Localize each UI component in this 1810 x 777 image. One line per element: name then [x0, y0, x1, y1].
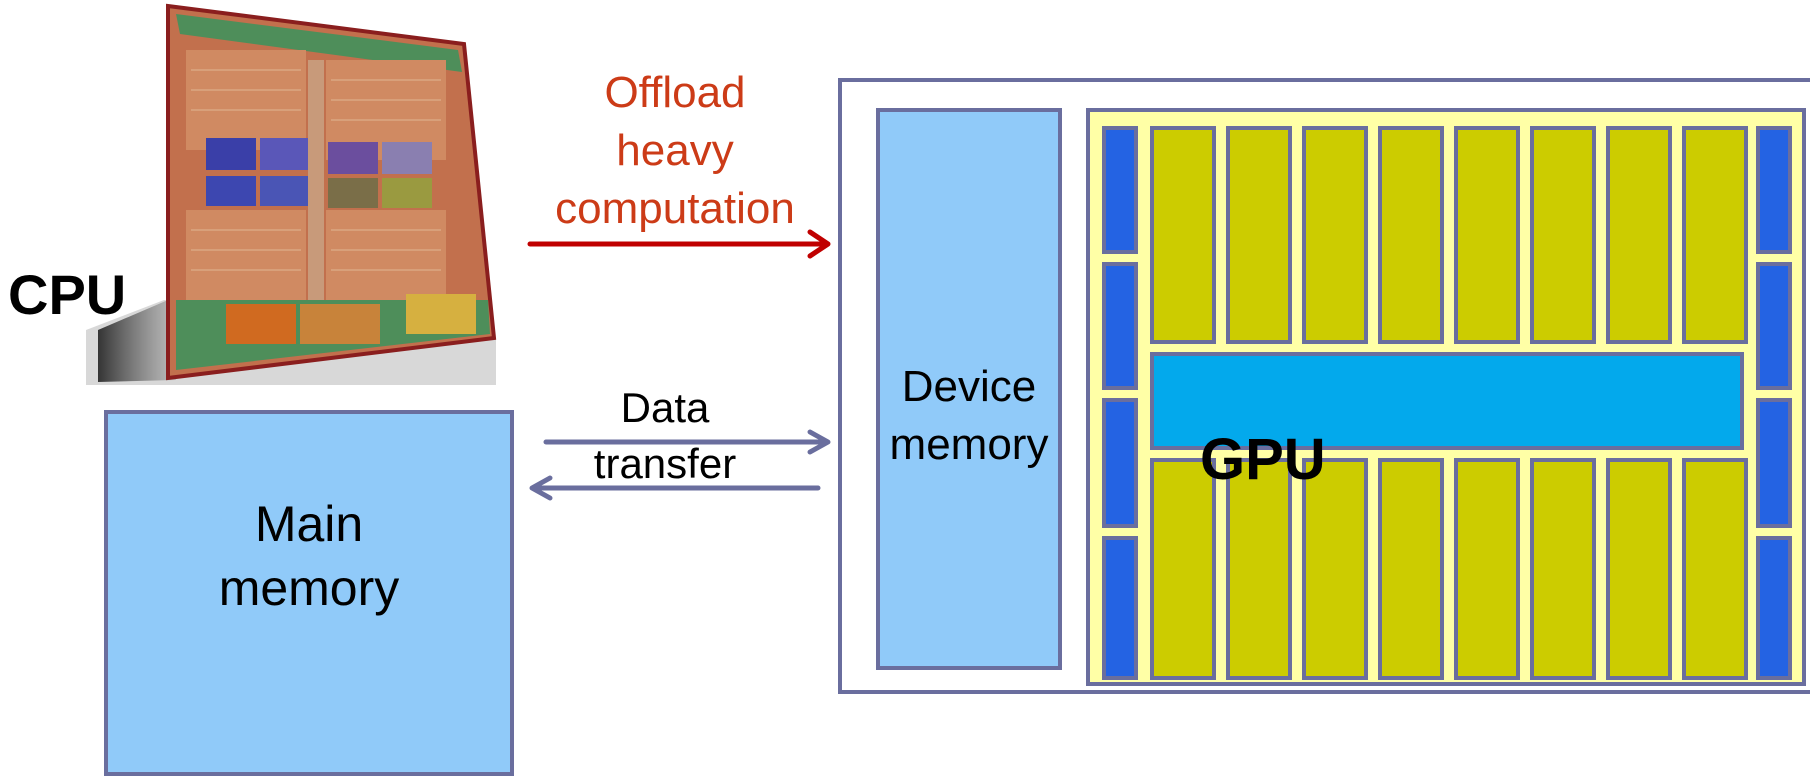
gpu-side-unit-left — [1102, 126, 1138, 254]
gpu-side-unit-right — [1756, 126, 1792, 254]
offload-arrow — [530, 232, 828, 256]
gpu-core-top — [1302, 126, 1368, 344]
gpu-core-bottom — [1378, 458, 1444, 680]
gpu-side-unit-right — [1756, 398, 1792, 528]
gpu-core-bottom — [1454, 458, 1520, 680]
gpu-side-unit-left — [1102, 398, 1138, 528]
gpu-chip — [1086, 108, 1806, 686]
device-memory-label: Device memory — [880, 358, 1058, 474]
gpu-core-bottom — [1530, 458, 1596, 680]
gpu-core-top — [1378, 126, 1444, 344]
gpu-core-bottom — [1606, 458, 1672, 680]
transfer-arrow-to-gpu — [546, 432, 828, 452]
device-memory-block: Device memory — [876, 108, 1062, 670]
gpu-core-top — [1226, 126, 1292, 344]
gpu-core-top — [1682, 126, 1748, 344]
gpu-side-unit-right — [1756, 262, 1792, 390]
gpu-core-top — [1530, 126, 1596, 344]
transfer-arrow-to-cpu — [532, 478, 818, 498]
gpu-core-top — [1150, 126, 1216, 344]
gpu-core-top — [1454, 126, 1520, 344]
gpu-side-unit-left — [1102, 262, 1138, 390]
gpu-core-bottom — [1682, 458, 1748, 680]
gpu-side-unit-left — [1102, 536, 1138, 680]
gpu-side-unit-right — [1756, 536, 1792, 680]
gpu-label: GPU — [1200, 426, 1326, 493]
gpu-core-top — [1606, 126, 1672, 344]
